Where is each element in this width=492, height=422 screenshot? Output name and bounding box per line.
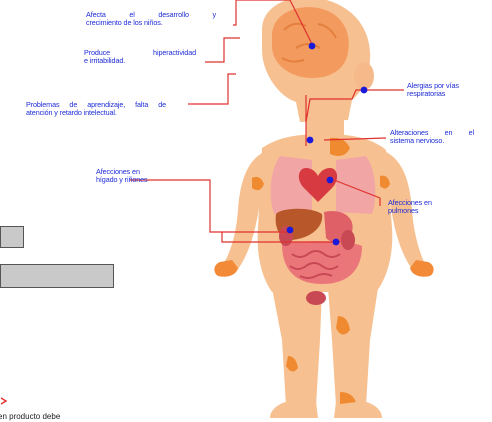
leader-line-pulmones: [334, 180, 380, 206]
label-hiperactividad-line-2: e irritabilidad.: [84, 57, 196, 65]
label-aprendizaje: Problemas de aprendizaje, falta de atenc…: [26, 101, 166, 117]
marker-lungs: [327, 177, 334, 184]
cut-off-text: en producto debe: [0, 412, 60, 421]
label-nervioso-line-2: sistema nervioso.: [390, 137, 474, 145]
leader-line-aprendizaje: [188, 74, 236, 104]
marker-kidney: [333, 239, 340, 246]
label-pulmones-line-2: pulmones: [388, 207, 468, 215]
marker-brain: [309, 43, 316, 50]
leader-line-higado: [130, 180, 290, 232]
label-alergias-line-2: respiratorias: [407, 90, 492, 98]
label-alergias: Alergias por vías respiratorias: [407, 82, 492, 98]
gray-bar-short: [0, 226, 24, 248]
red-arrow-fragment: [0, 396, 10, 406]
label-desarrollo: Afecta el desarrollo y crecimiento de lo…: [86, 11, 216, 27]
label-pulmones: Afecciones en pulmones: [388, 199, 468, 215]
leader-line-desarrollo: [233, 0, 312, 44]
leader-line-higado-2: [222, 232, 340, 242]
label-higado: Afecciones en hígado y riñones: [96, 168, 188, 184]
label-nervioso: Alteraciones en el sistema nervioso.: [390, 129, 474, 145]
label-desarrollo-line-2: crecimiento de los niños.: [86, 19, 216, 27]
label-higado-line-2: hígado y riñones: [96, 176, 188, 184]
label-hiperactividad: Produce hiperactividad e irritabilidad.: [84, 49, 196, 65]
marker-respiratory: [361, 87, 368, 94]
gray-bar-long: [0, 264, 114, 288]
leader-line-nervioso: [324, 138, 386, 140]
marker-liver: [287, 227, 294, 234]
leader-line-hiperactividad: [205, 38, 240, 62]
marker-nervous: [307, 137, 314, 144]
label-aprendizaje-line-2: atención y retardo intelectual.: [26, 109, 166, 117]
